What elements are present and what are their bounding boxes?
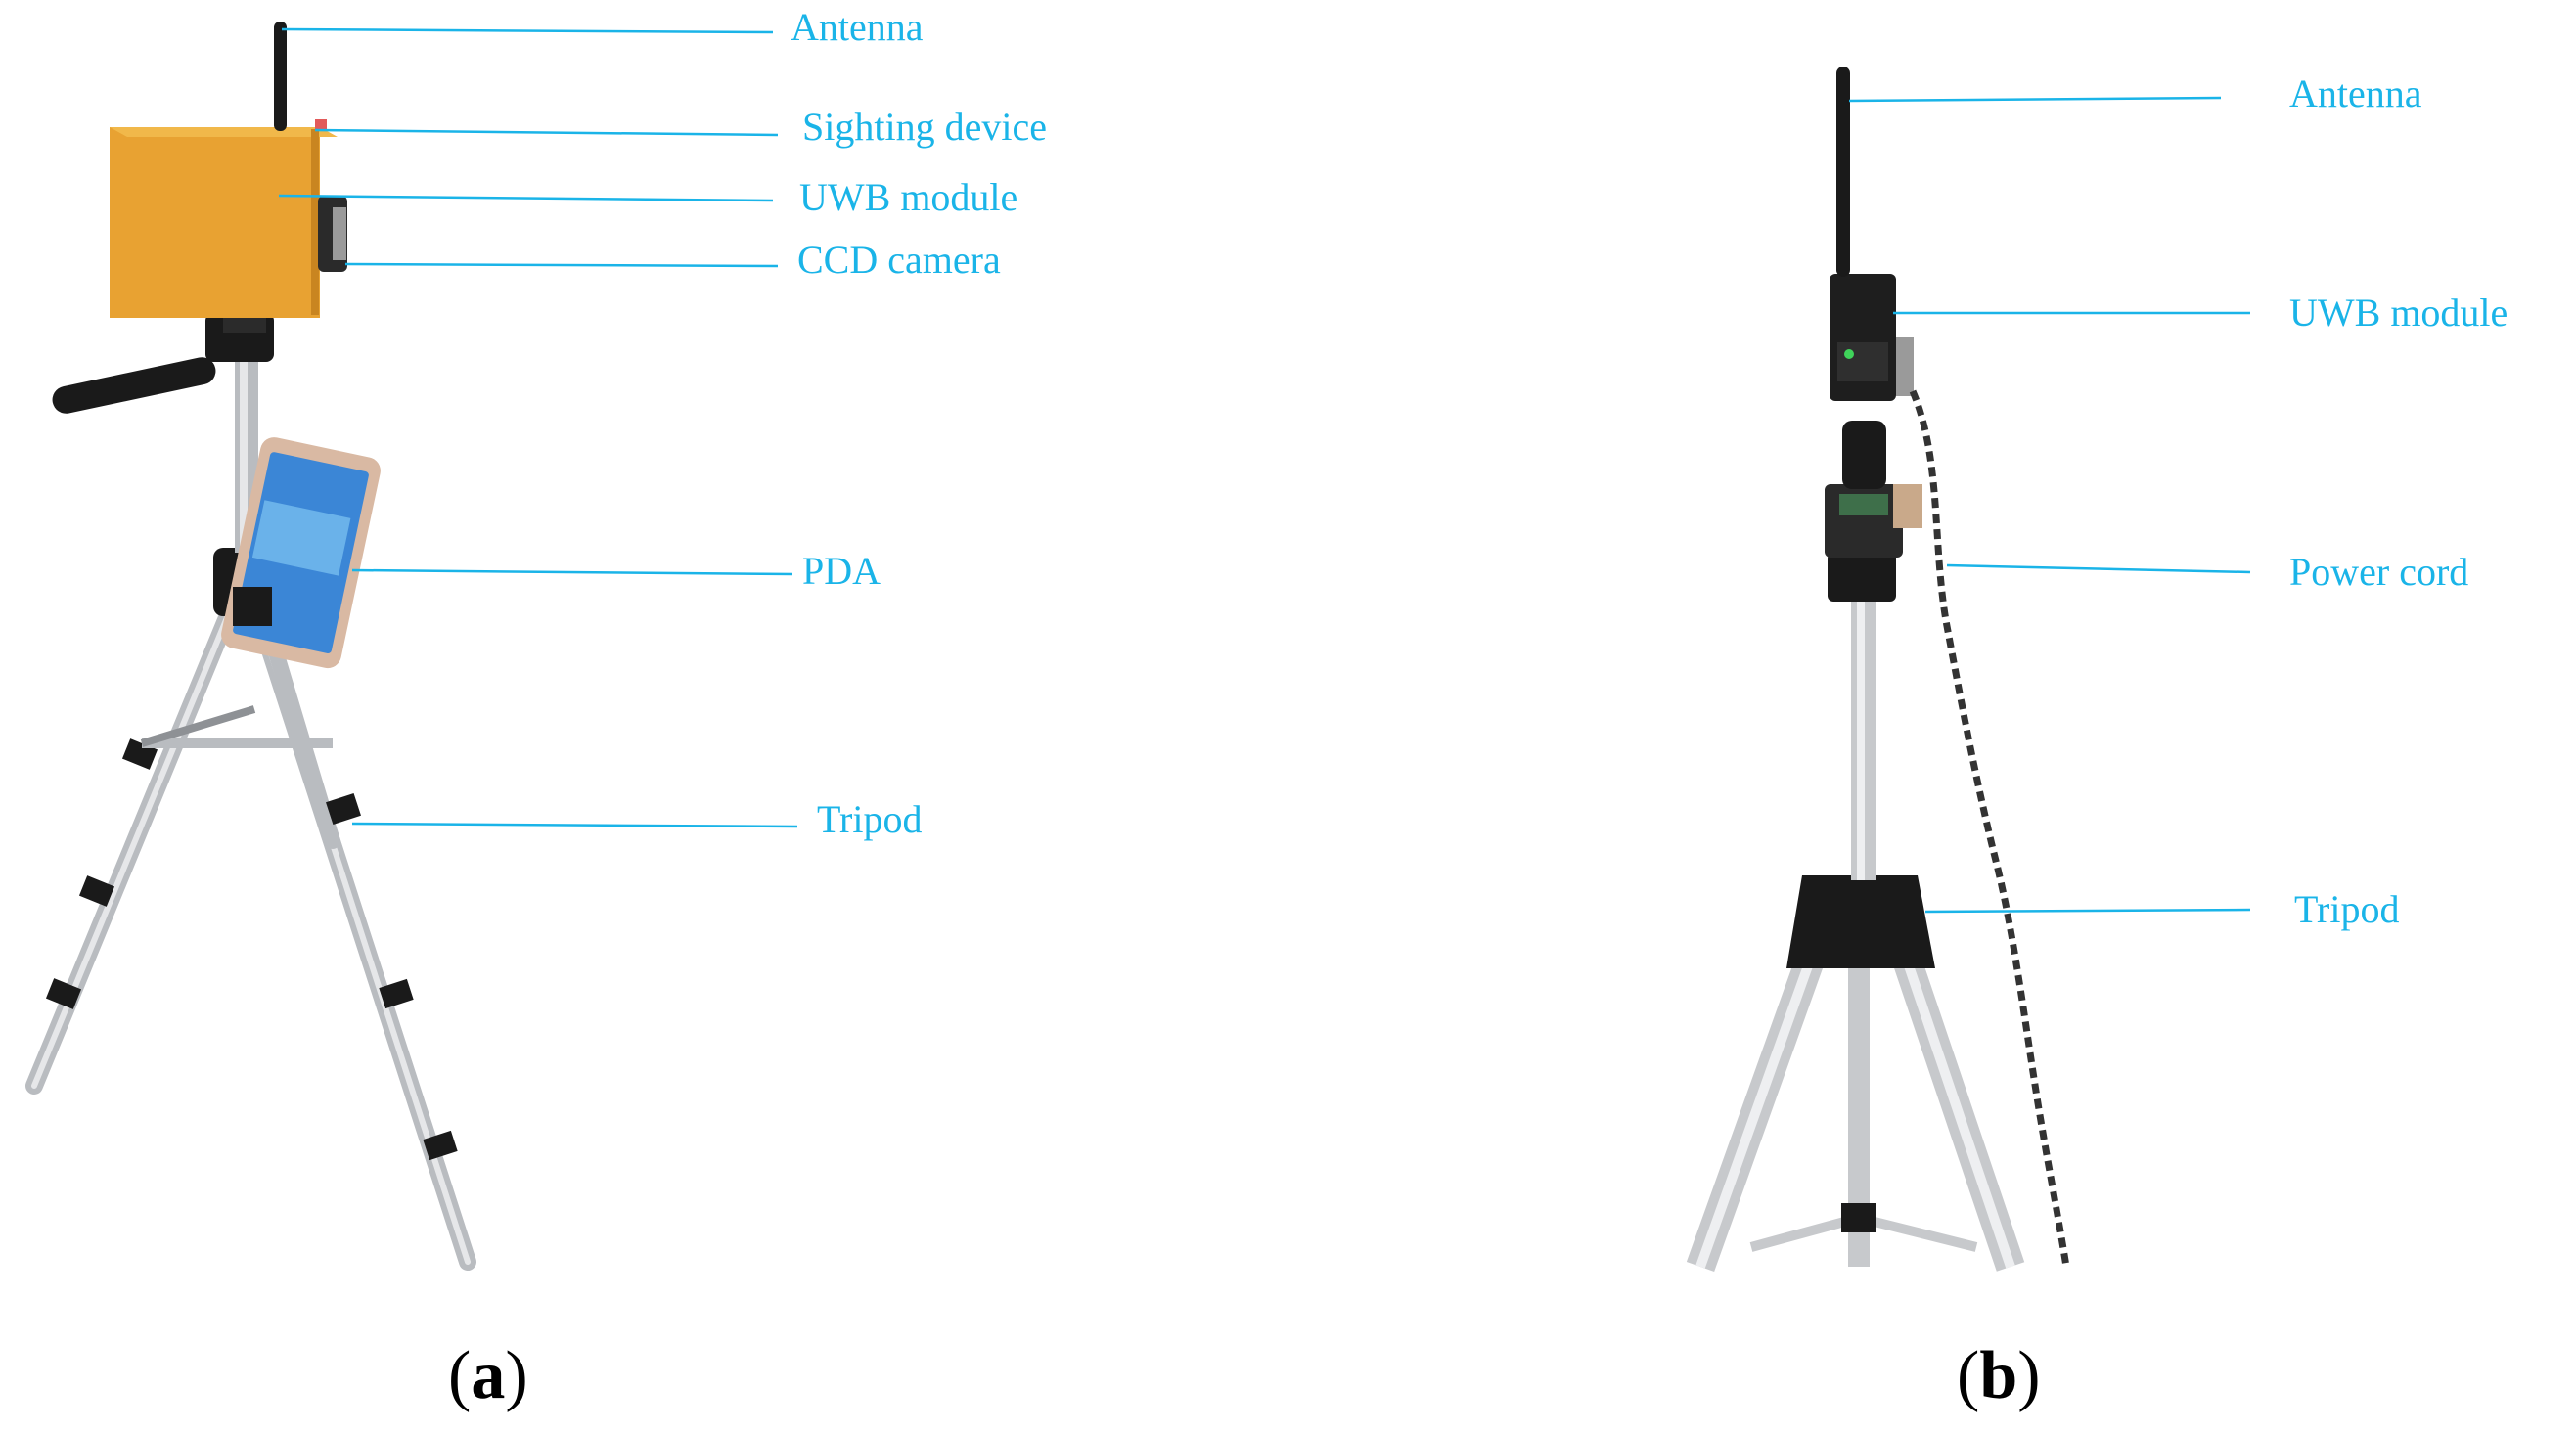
callout-tripod-a: Tripod [817,797,923,841]
leader-sighting-device-a [314,128,779,137]
panel-label-b-close: ) [2017,1338,2041,1413]
panel-b-antenna [1836,67,1850,277]
panel-label-b-open: ( [1957,1338,1980,1413]
callout-uwb-module-a: UWB module [799,175,1018,219]
callout-antenna-a: Antenna [791,5,924,49]
leader-uwb-module-a [278,194,774,202]
leader-antenna-a [281,27,774,34]
callout-tripod-b: Tripod [2294,887,2400,931]
panel-label-a-close: ) [505,1338,528,1413]
leader-tripod-a [351,822,798,828]
panel-label-b: (b) [1957,1342,2041,1410]
panel-b-leader-lines [1848,96,2251,914]
callout-uwb-module-b: UWB module [2289,291,2508,335]
callout-ccd-camera-a: CCD camera [797,238,1001,282]
panel-b-power-cord [1909,389,2070,1268]
panel-a-leader-lines [278,27,798,828]
panel-b-photo [1686,67,2251,1273]
leader-tripod-b [1924,908,2251,914]
panel-label-a-open: ( [448,1338,472,1413]
panel-label-a-letter: a [471,1338,506,1413]
panel-a-tripod [25,293,476,1271]
leader-power-cord-b [1946,563,2251,574]
leader-antenna-b [1848,96,2222,103]
callout-antenna-b: Antenna [2289,71,2422,115]
leader-pda-a [351,568,793,576]
panel-label-a: (a) [448,1342,528,1410]
panel-a-photo [25,22,798,1271]
panel-a-pda-device [221,437,381,669]
callout-power-cord-b: Power cord [2289,550,2469,594]
callout-pda-a: PDA [802,549,881,593]
panel-a-instrument-box [110,119,347,318]
callout-sighting-device-a: Sighting device [802,105,1047,149]
leader-ccd-camera-a [344,262,779,268]
panel-b-tripod [1686,421,2025,1273]
panel-a-antenna [274,22,287,131]
panel-b-uwb-module [1830,274,1914,401]
panel-label-b-letter: b [1979,1338,2018,1413]
